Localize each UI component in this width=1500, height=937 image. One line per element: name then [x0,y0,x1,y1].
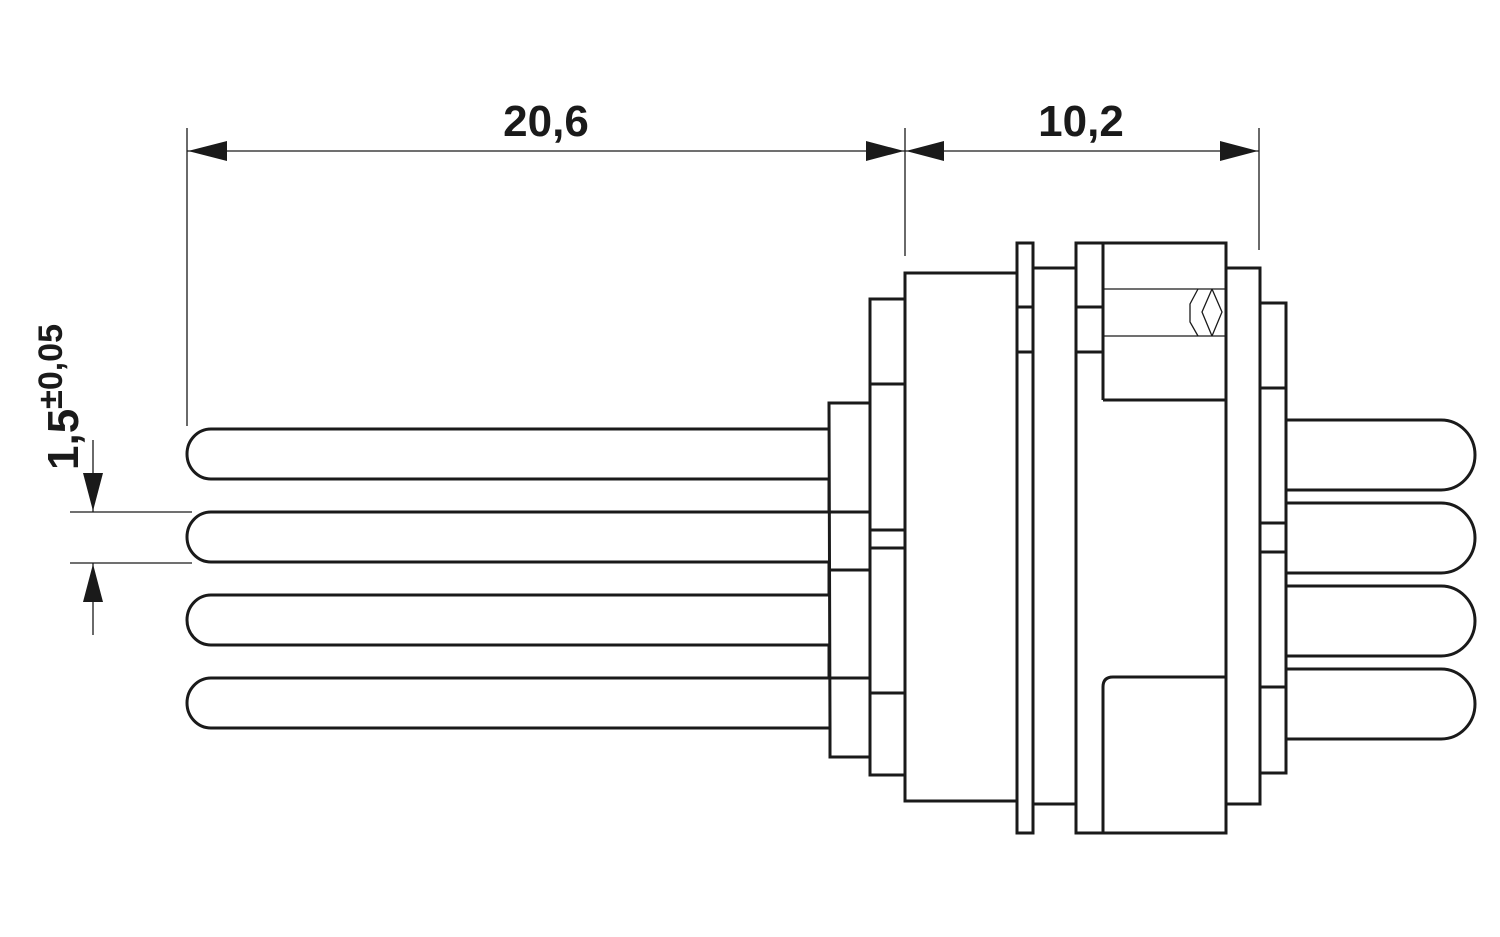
main-body [903,271,1019,803]
left-pin-2 [185,510,831,595]
right-pin-2 [1286,501,1477,575]
left-pin-4 [185,676,829,730]
dimension-label-pin-length: 20,6 [503,97,589,146]
coupling-nut [1074,241,1228,835]
left-pins [185,427,835,730]
dimension-pin-length: 20,6 [186,97,906,426]
dimension-housing-length: 10,2 [905,97,1260,250]
collar-left [827,401,872,759]
dimension-pin-pitch: 1,5±0,05 [32,324,192,635]
front-plate [1258,301,1288,775]
arrowhead-up [83,564,103,602]
right-pin-1 [1286,418,1477,492]
front-body [1224,266,1262,806]
flange [1015,241,1035,835]
right-pins [1286,418,1477,741]
pitch-tolerance: ±0,05 [32,324,70,409]
dimension-label-housing-length: 10,2 [1038,97,1124,146]
nut-lower-detail [1101,675,1226,833]
arrowhead-down [83,473,103,511]
left-pin-3 [185,593,831,678]
left-pin-1 [185,427,835,514]
arrowhead-right [866,141,904,161]
connector-housing [827,241,1288,835]
thread-profile [1189,288,1223,337]
neck [1031,266,1078,806]
arrowhead-left [188,141,227,161]
right-pin-3 [1286,584,1477,658]
arrowhead-right [1220,141,1258,161]
pitch-value: 1,5 [39,409,88,470]
dimension-label-pitch: 1,5±0,05 [32,324,88,470]
right-pin-4 [1286,667,1477,741]
back-plate [868,297,907,777]
arrowhead-left [906,141,944,161]
